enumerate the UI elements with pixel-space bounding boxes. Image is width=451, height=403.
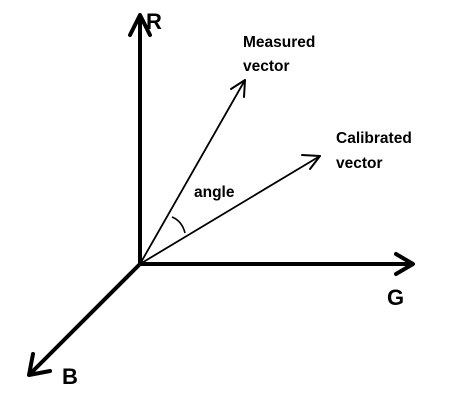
b-axis-line — [28, 262, 142, 376]
g-axis — [138, 252, 415, 276]
r-axis-arrowhead — [128, 13, 152, 37]
calibrated-vector-line — [139, 155, 321, 265]
angle-label: angle — [194, 184, 235, 201]
b-axis-arrowhead — [27, 352, 52, 377]
r-axis-label: R — [146, 9, 162, 34]
r-axis — [128, 13, 152, 266]
b-axis — [27, 262, 142, 377]
measured-vector-label-line2: vector — [243, 58, 290, 75]
g-axis-arrowhead — [394, 252, 415, 276]
g-axis-label: G — [387, 285, 404, 310]
measured-vector — [139, 79, 246, 265]
measured-vector-line — [139, 79, 246, 265]
calibrated-vector — [139, 154, 321, 265]
b-axis-label: B — [62, 364, 78, 389]
calibrated-vector-label-line1: Calibrated — [336, 130, 412, 147]
measured-vector-label-line1: Measured — [243, 34, 315, 51]
calibrated-vector-label-line2: vector — [336, 155, 383, 172]
measured-vector-arrowhead — [230, 79, 246, 98]
angle-arc — [171, 216, 186, 234]
calibrated-vector-arrowhead — [301, 154, 321, 170]
